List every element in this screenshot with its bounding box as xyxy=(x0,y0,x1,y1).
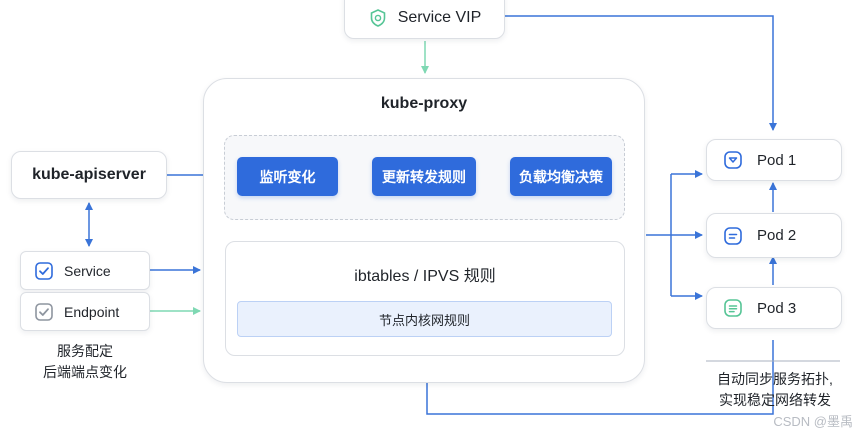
pod-3-label: Pod 3 xyxy=(757,299,797,317)
right-caption-line2: 实现稳定网络转发 xyxy=(719,392,831,408)
pod-2-label: Pod 2 xyxy=(757,227,797,244)
arrow-vip-to-pod1 xyxy=(505,15,777,131)
pod-1-box: Pod 1 xyxy=(706,139,842,181)
endpoint-label: Endpoint xyxy=(64,303,120,320)
step-watch-changes: 监听变化 xyxy=(237,157,338,196)
left-caption: 服务配定 后端端点变化 xyxy=(20,341,150,383)
service-vip-label: Service VIP xyxy=(397,8,482,26)
endpoint-box: Endpoint xyxy=(20,292,150,331)
service-vip-box: Service VIP xyxy=(344,0,505,39)
check-icon xyxy=(34,302,54,322)
line-bottom-feedback xyxy=(426,340,774,415)
kube-apiserver-label: kube-apiserver xyxy=(32,166,146,183)
right-caption: 自动同步服务拓扑, 实现稳定网络转发 xyxy=(700,369,850,411)
shield-icon xyxy=(368,8,388,28)
watermark: CSDN @墨禹 xyxy=(773,414,853,429)
pod-2-box: Pod 2 xyxy=(706,213,842,258)
left-caption-line2: 后端端点变化 xyxy=(43,364,127,380)
kube-apiserver-box: kube-apiserver xyxy=(11,151,167,199)
step-load-balance: 负载均衡决策 xyxy=(510,157,612,196)
right-caption-line1: 自动同步服务拓扑, xyxy=(717,371,833,387)
check-icon xyxy=(34,261,54,281)
rules-title: ibtables / IPVS 规则 xyxy=(354,268,496,285)
pod-icon xyxy=(723,150,743,170)
service-box: Service xyxy=(20,251,150,290)
pod-icon xyxy=(723,226,743,246)
pod-1-label: Pod 1 xyxy=(757,151,797,169)
kube-proxy-title: kube-proxy xyxy=(380,95,468,112)
node-rules-bar: 节点内核网规则 xyxy=(237,301,612,337)
rules-box xyxy=(225,241,625,356)
pod-3-box: Pod 3 xyxy=(706,287,842,329)
left-caption-line1: 服务配定 xyxy=(57,343,113,359)
service-label: Service xyxy=(64,262,111,279)
pod-icon xyxy=(723,298,743,318)
step-update-rules: 更新转发规则 xyxy=(372,157,476,196)
